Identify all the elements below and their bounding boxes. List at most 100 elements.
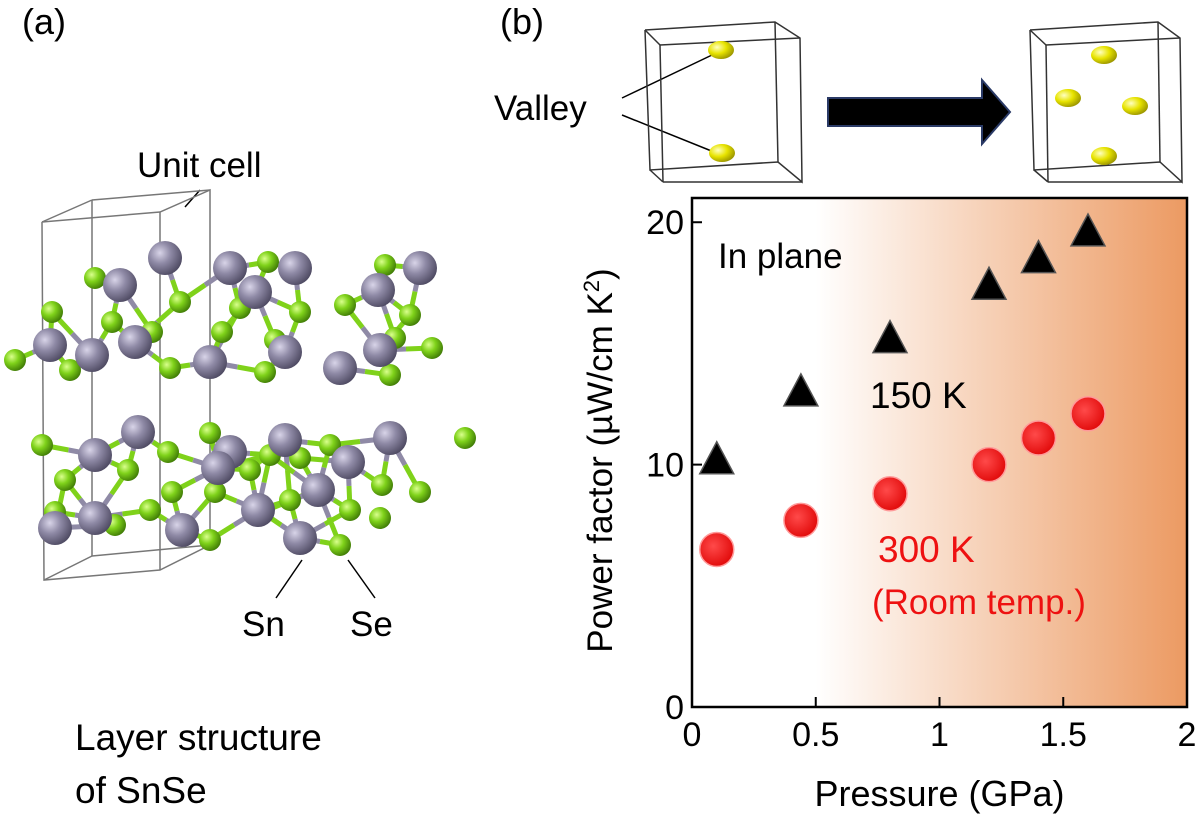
se-atom <box>329 534 351 556</box>
triangle-point <box>970 265 1008 301</box>
se-atom <box>279 489 301 511</box>
plot-background <box>692 198 1187 707</box>
se-atom <box>204 481 226 503</box>
series-label-room-temp: (Room temp.) <box>872 583 1086 622</box>
sn-atom <box>361 273 395 307</box>
se-atom <box>379 364 401 386</box>
sn-atom <box>268 335 302 369</box>
se-atom <box>421 337 443 359</box>
se-atom <box>211 321 233 343</box>
circle-point <box>1070 395 1106 432</box>
valley-ellipse <box>1122 97 1148 115</box>
se-pointer <box>347 559 376 599</box>
triangle-point <box>1020 238 1057 274</box>
y-tick-label: 10 <box>646 447 684 485</box>
se-atom <box>139 499 161 521</box>
valley-ellipse <box>709 144 735 162</box>
sn-atom <box>78 438 112 472</box>
x-tick-label: 0.5 <box>792 716 839 754</box>
sn-atom <box>33 328 67 362</box>
caption-line1: Layer structure <box>75 717 322 758</box>
circle-point <box>1020 420 1057 456</box>
triangle-point <box>871 318 909 354</box>
valley-ellipse <box>1091 46 1117 64</box>
se-atom <box>159 357 181 379</box>
y-axis-label-main: Power factor (µW/cm K <box>581 292 620 653</box>
valley-pointer-bottom <box>621 114 715 153</box>
se-atom <box>54 469 76 491</box>
circle-point <box>872 475 908 512</box>
se-atom <box>59 359 81 381</box>
sn-atom <box>238 275 272 309</box>
sn-atom <box>283 521 317 555</box>
x-tick-label: 0 <box>683 716 702 754</box>
circle-point <box>699 531 735 568</box>
sn-atom <box>373 421 407 455</box>
sn-atom <box>121 415 155 449</box>
se-atom <box>161 481 183 503</box>
sn-atom <box>323 351 357 385</box>
se-atom <box>169 291 191 313</box>
transition-arrow <box>827 77 1012 147</box>
se-atom <box>199 422 221 444</box>
unit-cell-label: Unit cell <box>137 146 261 185</box>
valley-ellipse <box>1091 147 1117 165</box>
se-atom <box>101 311 123 333</box>
panel-a: (a) Unit cell Sn Se Layer structure of S… <box>4 1 476 811</box>
sn-atom <box>78 501 112 535</box>
circle-point <box>971 446 1007 483</box>
y-axis-label-sup: 2 <box>579 280 604 292</box>
se-atom <box>31 434 53 456</box>
se-atom <box>409 481 431 503</box>
sn-pointer <box>275 559 303 599</box>
se-atom <box>254 361 276 383</box>
se-atom <box>289 301 311 323</box>
sn-atom <box>165 513 199 547</box>
y-tick-label: 20 <box>646 204 684 242</box>
sn-atom <box>103 268 137 302</box>
se-atom <box>239 459 261 481</box>
se-atom <box>117 459 139 481</box>
panel-b-top: (b) Valley <box>494 1 1183 184</box>
sn-atom <box>403 251 437 285</box>
triangle-point <box>698 440 735 475</box>
circle-point <box>783 502 819 539</box>
x-tick-label: 1 <box>930 716 949 754</box>
se-atom <box>84 267 106 289</box>
valley-label: Valley <box>494 89 587 128</box>
annotation-in-plane: In plane <box>718 237 843 276</box>
sn-atom <box>278 251 312 285</box>
sn-atom <box>38 511 72 545</box>
sn-atom <box>241 493 275 527</box>
se-atom <box>374 254 396 276</box>
se-atom <box>369 507 391 529</box>
valley-box-left <box>644 21 803 184</box>
y-axis-label-end: ) <box>581 268 620 280</box>
sn-atom <box>193 345 227 379</box>
sn-atom <box>201 451 235 485</box>
se-label: Se <box>350 605 393 644</box>
se-atom <box>399 304 421 326</box>
se-atom <box>339 499 361 521</box>
y-tick-label: 0 <box>665 689 684 727</box>
se-atom <box>371 474 393 496</box>
atom-group <box>4 241 476 556</box>
panel-a-label: (a) <box>22 1 66 42</box>
valley-pointer-top <box>621 54 713 99</box>
sn-atom <box>301 473 335 507</box>
se-atom <box>334 294 356 316</box>
sn-atom <box>75 338 109 372</box>
x-tick-label: 2 <box>1178 716 1197 754</box>
se-atom <box>157 441 179 463</box>
se-atom <box>454 427 476 449</box>
chart-marks <box>698 212 1107 568</box>
sn-atom <box>148 241 182 275</box>
se-atom <box>257 251 279 273</box>
panel-b-label: (b) <box>500 1 544 42</box>
y-axis-label: Power factor (µW/cm K2) <box>579 268 620 652</box>
caption-line2: of SnSe <box>75 770 207 811</box>
valley-ellipse <box>1055 89 1081 107</box>
